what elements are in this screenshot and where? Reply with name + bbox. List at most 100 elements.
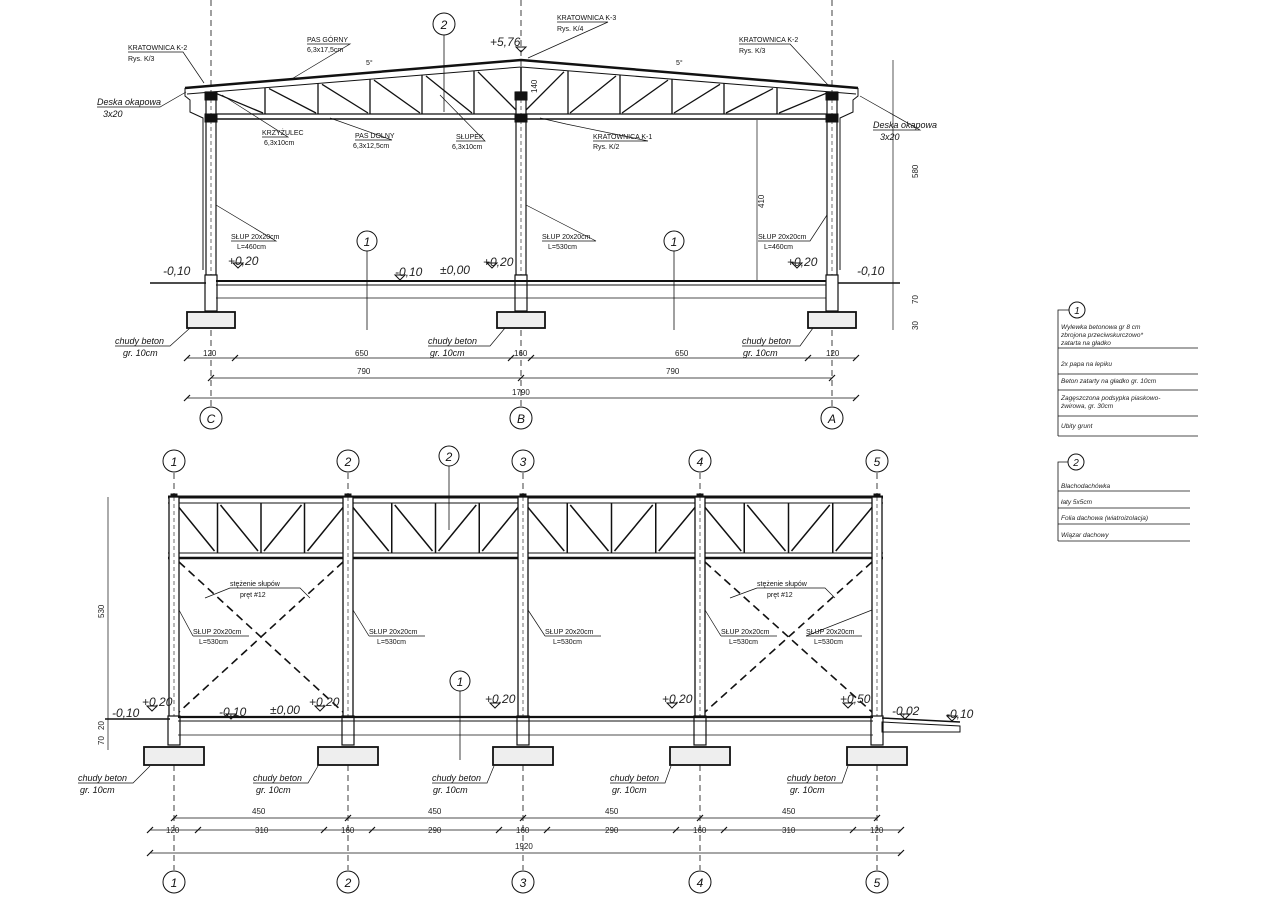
leader-chudy bbox=[78, 765, 151, 784]
dim-row-tick bbox=[320, 826, 328, 834]
label-slup-4: SŁUP 20x20cm bbox=[721, 629, 770, 636]
dim-l-4: 290 bbox=[428, 826, 442, 835]
level-3: -0,10 bbox=[219, 705, 247, 719]
svg-text:1: 1 bbox=[457, 675, 464, 689]
label-k3-ref: Rys. K/4 bbox=[557, 26, 584, 33]
drawing-geometry bbox=[78, 0, 1198, 870]
dim-c-1: 120 bbox=[203, 349, 217, 358]
axis-marker-5-bottom: 5 bbox=[865, 870, 889, 894]
label-pas-gorny-size: 6,3x17,5cm bbox=[307, 47, 343, 54]
dim-row-tick bbox=[873, 814, 881, 822]
foundation-footing bbox=[186, 311, 236, 329]
truss-diagonal bbox=[263, 504, 303, 552]
dim-row-tick bbox=[368, 826, 376, 834]
truss-diagonal bbox=[778, 92, 828, 114]
label-bracing-right: stężenie słupów bbox=[757, 581, 808, 588]
svg-text:5: 5 bbox=[874, 455, 881, 469]
label-k2-left-ref: Rys. K/3 bbox=[128, 56, 155, 63]
dim-row-tick bbox=[543, 826, 551, 834]
truss-diagonal bbox=[658, 504, 698, 552]
legend-roof-layer: Folia dachowa (wiatroizolacja) bbox=[1061, 515, 1148, 522]
legend-floor-layer: zbrojona przeciwskurczowo* bbox=[1060, 332, 1143, 339]
truss-diagonal bbox=[569, 504, 610, 552]
legend-floor-layer: żwirowa, gr. 30cm bbox=[1060, 403, 1114, 410]
truss-diagonal bbox=[673, 83, 721, 114]
leader-deska-right bbox=[859, 95, 922, 131]
label-pas-dolny-size: 6,3x12,5cm bbox=[353, 143, 389, 150]
dim-l-height: 530 bbox=[97, 604, 106, 618]
foundation-footing bbox=[317, 746, 379, 766]
truss-diagonal bbox=[268, 88, 317, 114]
legend-roof-layer: łaty 5x5cm bbox=[1061, 499, 1093, 506]
foundation-pier bbox=[693, 715, 707, 746]
foundation-pier bbox=[825, 274, 839, 312]
axis-marker-5-top: 5 bbox=[865, 449, 889, 473]
roof-angle-right: 5° bbox=[676, 59, 683, 67]
axis-marker-4-bottom: 4 bbox=[688, 870, 712, 894]
leader-chudy-right bbox=[742, 327, 814, 347]
dim-l-foot-1: 20 bbox=[97, 721, 106, 730]
truss-diagonal bbox=[481, 504, 521, 552]
legend-roof-layer: Wiązar dachowy bbox=[1061, 532, 1109, 539]
level-6: +0,20 bbox=[485, 692, 516, 706]
dim-row-tick bbox=[696, 814, 704, 822]
dim-row-tick bbox=[517, 374, 525, 382]
column-cap bbox=[514, 91, 528, 101]
leader-slupek bbox=[439, 94, 486, 142]
label-pas-gorny: PAS GÓRNY bbox=[307, 35, 348, 44]
legend-roof-layer: Blachodachówka bbox=[1061, 483, 1111, 490]
label-k2-right: KRATOWNICA K-2 bbox=[739, 37, 798, 44]
foundation-footing bbox=[669, 746, 731, 766]
truss-diagonal bbox=[219, 504, 259, 552]
truss-diagonal bbox=[437, 504, 477, 552]
dim-l-foot-2: 70 bbox=[97, 736, 106, 745]
leader-chudy bbox=[787, 765, 849, 784]
truss-diagonal bbox=[373, 79, 421, 114]
leader-slup bbox=[352, 609, 370, 637]
label-chudy-right-th: gr. 10cm bbox=[743, 348, 778, 358]
leader-bracing-right bbox=[729, 587, 758, 599]
level-marker bbox=[841, 702, 855, 709]
dim-row-tick bbox=[170, 814, 178, 822]
foundation-footing bbox=[496, 311, 546, 329]
legend-roof: 2 Blachodachówka łaty 5x5cm Folia dachow… bbox=[1061, 453, 1148, 539]
dim-l-6: 290 bbox=[605, 826, 619, 835]
dim-c-height: 580 bbox=[911, 164, 920, 178]
dim-l-span-4: 450 bbox=[782, 807, 796, 816]
level-marker bbox=[945, 715, 959, 722]
truss-diagonal bbox=[350, 504, 390, 552]
svg-text:2: 2 bbox=[445, 450, 453, 464]
level-marker bbox=[224, 713, 238, 720]
label-slup-left-len: L=460cm bbox=[237, 244, 266, 251]
dim-row-tick bbox=[672, 826, 680, 834]
dim-l-1: 120 bbox=[166, 826, 180, 835]
column bbox=[871, 496, 883, 719]
level-marker bbox=[313, 705, 327, 712]
leader-chudy bbox=[432, 765, 495, 784]
dim-row-tick bbox=[720, 826, 728, 834]
dim-l-7: 160 bbox=[693, 826, 707, 835]
cross-section-labels: KRATOWNICA K-2 Rys. K/3 PAS GÓRNY 6,3x17… bbox=[97, 12, 937, 430]
svg-text:1: 1 bbox=[671, 235, 678, 249]
label-chudy-right: chudy beton bbox=[742, 336, 791, 346]
dim-l-3: 160 bbox=[341, 826, 355, 835]
legend-roof-marker: 2 bbox=[1072, 458, 1079, 469]
dim-row-tick bbox=[146, 849, 154, 857]
legend-floor-layer: 2x papa na lepiku bbox=[1060, 361, 1112, 368]
label-chudy-3-th: gr. 10cm bbox=[433, 785, 468, 795]
dim-c-foot-1: 70 bbox=[911, 295, 920, 304]
legend-floor-layer: Wylewka betonowa gr 8 cm bbox=[1061, 324, 1141, 331]
detail-marker-floor: 1 bbox=[449, 670, 471, 692]
legend-floor: 1 Wylewka betonowa gr 8 cm zbrojona prze… bbox=[1060, 301, 1161, 430]
dim-row-tick bbox=[146, 826, 154, 834]
level-ground-mid: -0,10 bbox=[395, 265, 423, 279]
dim-row-tick bbox=[183, 354, 191, 362]
level-10: -0,10 bbox=[946, 707, 974, 721]
svg-text:4: 4 bbox=[697, 455, 704, 469]
label-slup-1-len: L=530cm bbox=[199, 639, 228, 646]
label-slup-2: SŁUP 20x20cm bbox=[369, 629, 418, 636]
label-k1-ref: Rys. K/2 bbox=[593, 144, 620, 151]
svg-text:1: 1 bbox=[171, 455, 178, 469]
truss-diagonal bbox=[306, 504, 346, 552]
